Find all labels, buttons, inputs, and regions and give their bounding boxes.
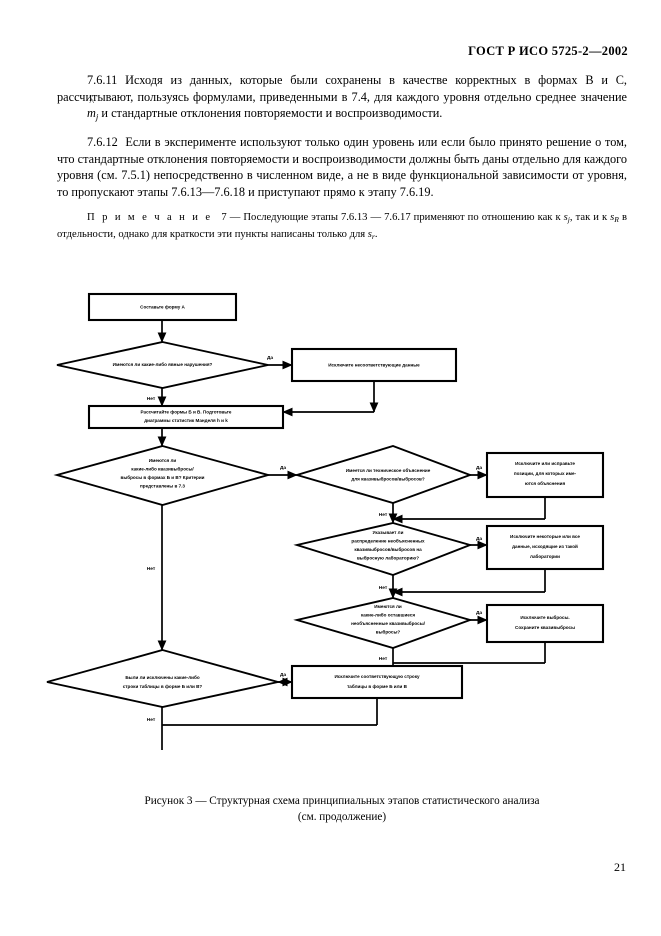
symbol-m: m xyxy=(87,106,96,121)
symbol-s-big-r-subscript: R xyxy=(614,215,619,225)
edge-label-no-5: Нет xyxy=(379,656,388,662)
flowchart-node-exclude-or-correct[interactable]: Исключите или исправьте позиции, для кот… xyxy=(485,451,605,499)
figure-caption-line1: Рисунок 3 — Структурная схема принципиал… xyxy=(144,795,540,807)
flowchart-node-exclude-lab-data-label-line3: лаборатории xyxy=(530,553,560,559)
edge-label-yes-5: Да xyxy=(476,610,482,616)
flowchart-node-exclude-row-label-line1: Исключите соответствующую строку xyxy=(334,674,420,679)
flowchart-node-exclude-or-correct-label-line2: позиции, для которых име- xyxy=(514,471,577,476)
edge-label-no-1: Нет xyxy=(147,396,156,402)
edge-label-yes-1: Да xyxy=(267,355,273,361)
flowchart-edge-labels: Да Нет Да Нет Да Нет Да Нет Да Нет Да Не… xyxy=(147,355,483,723)
flowchart-node-exclude-lab-data[interactable]: Исключите некоторые или все данные, исхо… xyxy=(485,524,605,571)
edge-label-yes-4: Да xyxy=(476,536,482,542)
page-number: 21 xyxy=(614,860,626,874)
flowchart-node-calc-forms-b-c-label-line2: диаграммы статистик Манделя h и k xyxy=(144,418,228,423)
flowchart-node-technical-explanation-label-line1: Имеется ли техническое объяснение xyxy=(346,467,431,473)
flowchart-node-stragglers-outliers-label-line1: Имеются ли xyxy=(149,458,177,463)
flowchart-node-start-form-a-label: Составьте форму А xyxy=(140,304,185,310)
edge-label-yes-6: Да xyxy=(280,672,286,678)
flowchart-node-distribution-points-lab[interactable]: Указывает ли распределение необъясненных… xyxy=(293,522,473,577)
paragraph-7-6-12-number: 7.6.12 xyxy=(87,135,118,149)
symbol-s-last-subscript: r xyxy=(371,232,375,242)
paragraph-7-6-11-text-part2: и стандартные отклонения повторяемости и… xyxy=(98,106,443,121)
paragraph-7-6-12-text: Если в эксперименте используют только од… xyxy=(57,135,627,199)
flowchart-node-obvious-violations-label: Имеются ли какие-либо явные нарушения? xyxy=(113,361,213,367)
flowchart-node-exclude-outliers-keep[interactable]: Исключите выбросы. Сохраните квазивыброс… xyxy=(485,603,605,644)
edge-label-no-6: Нет xyxy=(147,717,156,723)
flowchart-node-rows-excluded[interactable]: Были ли исключены какие-либо строки табл… xyxy=(46,649,279,708)
note-text-part3: в отдельности, однако для краткости эти … xyxy=(57,212,627,241)
symbol-m-hat: mj^ xyxy=(57,98,99,125)
edge-label-no-4: Нет xyxy=(379,585,388,591)
hat-accent: ^ xyxy=(89,97,94,109)
document-header-standard-id: ГОСТ Р ИСО 5725-2—2002 xyxy=(468,44,628,58)
flowchart-node-exclude-or-correct-label-line1: Исключите или исправьте xyxy=(515,461,575,466)
flowchart-node-stragglers-outliers[interactable]: Имеются ли какие-либо квазивыбросы/ выбр… xyxy=(53,445,272,506)
flowchart-node-stragglers-outliers-label-line4: представлены в 7.3 xyxy=(140,484,185,489)
note-number: 7 xyxy=(221,212,227,223)
flowchart-node-obvious-violations[interactable]: Имеются ли какие-либо явные нарушения? xyxy=(56,341,269,389)
figure-caption-line2: (см. продолжение) xyxy=(297,810,387,823)
flowchart-node-exclude-or-correct-label-line3: ются объяснения xyxy=(525,480,566,486)
flowchart-node-exclude-outliers-keep-label-line1: Исключите выбросы. xyxy=(520,614,569,620)
flowchart-node-exclude-lab-data-label-line1: Исключите некоторые или все xyxy=(510,534,580,539)
flowchart-node-distribution-points-lab-label-line3: квазивыбросов/выбросов на xyxy=(354,546,422,552)
flowchart-node-distribution-points-lab-label-line1: Указывает ли xyxy=(373,530,404,535)
flowchart-node-calc-forms-b-c-label-line1: Рассчитайте формы Б и В. Подготовьте xyxy=(141,409,232,415)
flowchart-node-exclude-outliers-keep-label-line2: Сохраните квазивыбросы xyxy=(515,624,575,630)
flowchart-node-exclude-row-label-line2: таблицы в форме Б или В xyxy=(347,683,408,689)
flowchart-node-technical-explanation-label-line2: для квазивыбросов/выбросов? xyxy=(351,476,424,482)
flowchart-node-distribution-points-lab-label-line4: выбросную лабораторию? xyxy=(357,555,419,561)
flowchart-node-exclude-row[interactable]: Исключите соответствующую строку таблицы… xyxy=(290,664,464,700)
edge-label-yes-3: Да xyxy=(476,465,482,471)
flowchart-node-rows-excluded-label-line1: Были ли исключены какие-либо xyxy=(125,674,199,680)
flowchart-node-remaining-unexplained-label-line1: Имеются ли xyxy=(374,604,402,609)
flowchart-node-stragglers-outliers-label-line3: выбросы в формах Б и В? Критерии xyxy=(121,474,205,480)
flowchart-node-remaining-unexplained-label-line2: какие-либо оставшиеся xyxy=(361,612,415,618)
symbol-s-r-subscript: j xyxy=(567,215,570,225)
flowchart-node-remaining-unexplained-label-line3: необъясненные квазивыбросы/ xyxy=(351,620,426,626)
flowchart-figure-3: Составьте форму А Имеются ли какие-либо … xyxy=(0,270,661,770)
figure-caption: Рисунок 3 — Структурная схема принципиал… xyxy=(57,794,627,825)
symbol-s-r: s xyxy=(563,212,568,223)
note-7: П р и м е ч а н и е 7 — Последующие этап… xyxy=(57,210,627,244)
paragraph-7-6-11: 7.6.11 Исходя из данных, которые были со… xyxy=(57,72,627,125)
flowchart-node-exclude-lab-data-label-line2: данные, исходящие из такой xyxy=(512,543,578,549)
edge-label-no-2: Нет xyxy=(147,566,156,572)
paragraph-7-6-11-text-part1: Исходя из данных, которые были сохранены… xyxy=(57,73,628,104)
note-label: П р и м е ч а н и е xyxy=(87,212,213,223)
symbol-s-last: s xyxy=(367,229,372,241)
flowchart-node-rows-excluded-label-line2: строки таблицы в форме Б или В? xyxy=(123,683,203,689)
edge-label-yes-2: Да xyxy=(280,465,286,471)
paragraph-7-6-12: 7.6.12 Если в эксперименте используют то… xyxy=(57,134,627,200)
flowchart-node-start-form-a[interactable]: Составьте форму А xyxy=(87,292,238,322)
flowchart-node-technical-explanation[interactable]: Имеется ли техническое объяснение для кв… xyxy=(293,444,473,504)
flowchart-node-exclude-nonconforming-label: Исключите несоответствующие данные xyxy=(328,363,420,368)
note-text-part1: — Последующие этапы 7.6.13 — 7.6.17 прим… xyxy=(229,212,564,223)
symbol-s-big-r: s xyxy=(610,212,615,223)
note-text-part4: . xyxy=(374,229,378,241)
flowchart-node-exclude-nonconforming[interactable]: Исключите несоответствующие данные xyxy=(290,347,458,383)
flowchart-node-distribution-points-lab-label-line2: распределение необъясненных xyxy=(351,538,425,544)
note-text-part2: , так и к xyxy=(569,212,611,223)
symbol-m-subscript: j xyxy=(95,111,99,122)
paragraph-7-6-11-number: 7.6.11 xyxy=(87,73,118,87)
flowchart-node-calc-forms-b-c[interactable]: Рассчитайте формы Б и В. Подготовьте диа… xyxy=(87,404,285,430)
edge-label-no-3: Нет xyxy=(379,512,388,518)
flowchart-node-stragglers-outliers-label-line2: какие-либо квазивыбросы/ xyxy=(131,466,194,472)
flowchart-node-remaining-unexplained[interactable]: Имеются ли какие-либо оставшиеся необъяс… xyxy=(293,597,474,649)
flowchart-node-remaining-unexplained-label-line4: выбросы? xyxy=(376,629,401,635)
